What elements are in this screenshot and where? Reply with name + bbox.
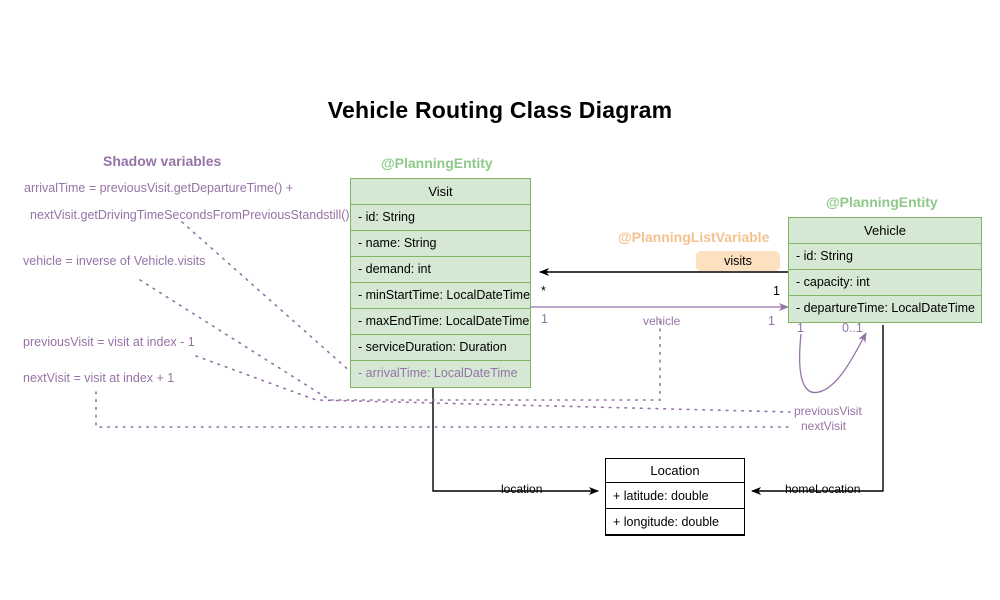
visit-attribute-arrival-time: - arrivalTime: LocalDateTime [358,366,518,380]
edge-location [432,382,599,495]
page-title: Vehicle Routing Class Diagram [327,97,673,123]
multiplicity-vehicle-vehicle-side: 1 [768,314,775,328]
shadow-note-previous-visit: previousVisit = visit at index - 1 [23,335,195,349]
shadow-note-arrival-time-line1: arrivalTime = previousVisit.getDeparture… [24,181,294,195]
location-attribute-longitude: + longitude: double [606,509,744,535]
visit-attribute-service-duration: - serviceDuration: Duration [351,335,530,361]
class-title-vehicle: Vehicle [789,218,981,244]
stereotype-vehicle-planning-entity: @PlanningEntity [826,194,938,210]
multiplicity-vehicle-visit-side: 1 [541,312,548,326]
class-box-location[interactable]: Location + latitude: double + longitude:… [605,458,745,536]
edge-label-next-visit: nextVisit [801,419,847,433]
visit-attribute-max-end-time: - maxEndTime: LocalDateTime [351,309,530,335]
multiplicity-selfloop-right: 0..1 [842,321,863,335]
edge-label-home-location: homeLocation [785,482,861,496]
multiplicity-visits-vehicle-side: 1 [773,284,780,298]
edge-label-vehicle: vehicle [643,314,681,328]
edge-vehicle-selfloop [799,332,867,394]
multiplicity-visits-visit-side: * [541,284,546,298]
class-title-location: Location [606,459,744,483]
class-title-visit: Visit [351,179,530,205]
class-box-visit[interactable]: Visit - id: String - name: String - dema… [350,178,531,388]
stereotype-planning-list-variable: @PlanningListVariable [618,229,770,245]
shadow-note-arrival-time-line2: nextVisit.getDrivingTimeSecondsFromPrevi… [30,208,350,222]
class-box-vehicle[interactable]: Vehicle - id: String - capacity: int - d… [788,217,982,323]
visit-attribute-name: - name: String [351,231,530,257]
edge-label-location: location [501,482,543,496]
stereotype-visit-planning-entity: @PlanningEntity [381,155,493,171]
shadow-variables-heading: Shadow variables [103,153,222,169]
visit-attribute-id: - id: String [351,205,530,231]
shadow-note-next-visit: nextVisit = visit at index + 1 [23,371,175,385]
vehicle-attribute-capacity: - capacity: int [789,270,981,296]
multiplicity-selfloop-left: 1 [797,321,804,335]
visit-attribute-min-start-time: - minStartTime: LocalDateTime [351,283,530,309]
vehicle-attribute-departure-time: - departureTime: LocalDateTime [796,301,976,315]
edge-label-previous-visit: previousVisit [794,404,862,418]
shadow-note-vehicle: vehicle = inverse of Vehicle.visits [23,254,206,268]
badge-visits: visits [696,251,780,271]
location-attribute-latitude: + latitude: double [606,483,744,509]
visit-attribute-demand: - demand: int [351,257,530,283]
vehicle-attribute-id: - id: String [789,244,981,270]
